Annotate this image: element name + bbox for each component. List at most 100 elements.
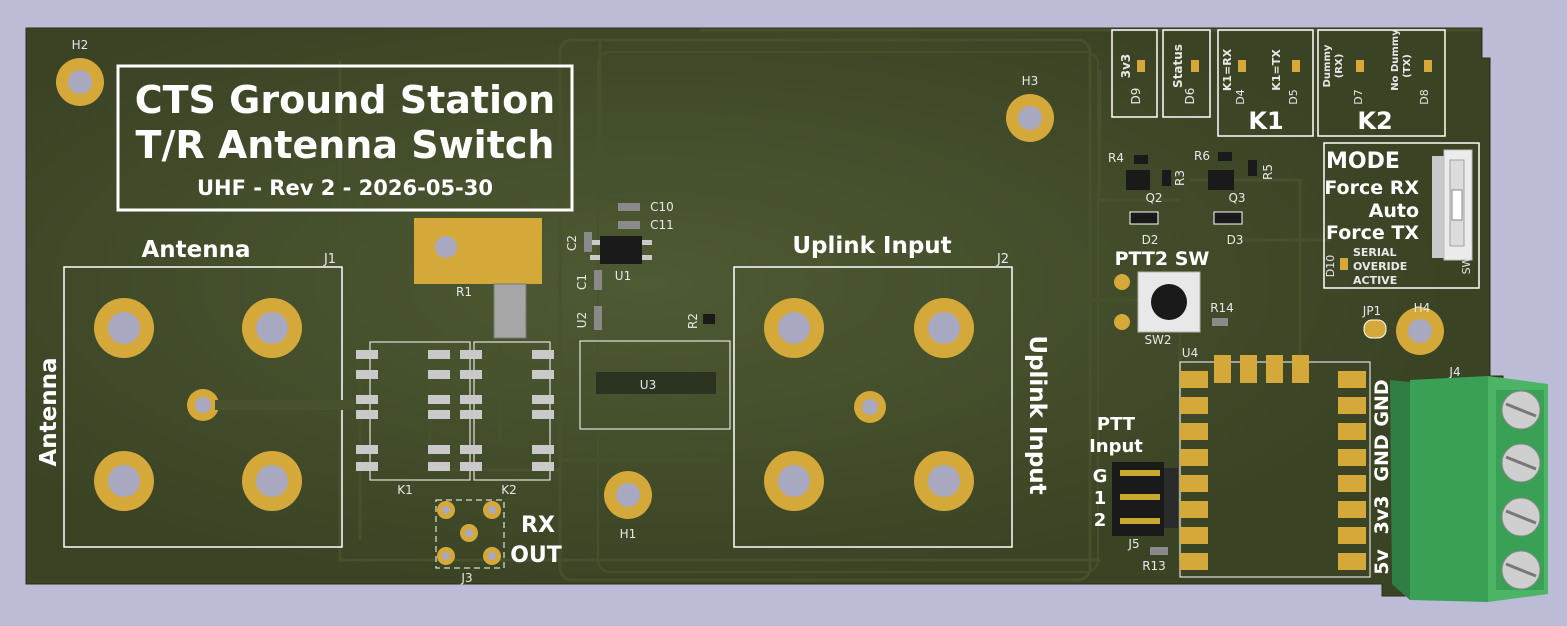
led-k1-tx-label: K1=TX [1270, 49, 1283, 91]
jumper-jp1[interactable]: JP1 [1362, 304, 1387, 339]
refdes-j1: J1 [323, 252, 336, 267]
refdes-r13: R13 [1142, 559, 1166, 573]
mode-switch-sw1[interactable]: SW1 [1432, 149, 1473, 275]
k2-group-label: K2 [1357, 107, 1392, 135]
refdes-r3: R3 [1173, 170, 1187, 186]
header-j5[interactable]: J5 [1112, 462, 1178, 551]
resistor-r14: R14 [1210, 301, 1234, 326]
resistor-r13: R13 [1142, 547, 1168, 573]
led-block-d6: Status D6 [1162, 29, 1211, 118]
terminal-screw-2[interactable] [1501, 443, 1541, 483]
refdes-d8: D8 [1418, 89, 1431, 104]
rx-out-label-2: OUT [510, 543, 562, 568]
board-title-line2: T/R Antenna Switch [136, 123, 555, 167]
ptt-pin-g: G [1093, 466, 1108, 487]
mode-block: MODE Force RX Auto Force TX SERIAL OVERI… [1323, 142, 1480, 289]
refdes-sw2: SW2 [1144, 333, 1171, 347]
refdes-r6: R6 [1194, 149, 1210, 163]
led-nodummy-label-1: No Dummy [1390, 29, 1401, 91]
mount-hole-h1: H1 [604, 471, 652, 541]
refdes-d4: D4 [1234, 89, 1247, 104]
terminal-block-j4[interactable]: J4 [1390, 365, 1548, 602]
refdes-j3: J3 [460, 571, 472, 585]
connector-j2-uplink: J2 [733, 252, 1013, 548]
uplink-side-label: Uplink Input [1024, 335, 1050, 494]
mount-hole-h3: H3 [1006, 74, 1054, 142]
refdes-r2: R2 [686, 313, 700, 329]
resistor-r2: R2 [686, 313, 715, 329]
driver-q2: R4 R3 Q2 D2 [1108, 151, 1187, 247]
refdes-c2: C2 [565, 235, 579, 251]
refdes-d5: D5 [1287, 89, 1300, 104]
refdes-d10: D10 [1324, 255, 1337, 277]
refdes-sw1: SW1 [1460, 250, 1473, 275]
antenna-heading: Antenna [141, 237, 250, 263]
refdes-r5: R5 [1261, 164, 1275, 180]
power-pin-gnd-1: GND [1371, 379, 1393, 426]
refdes-u2: U2 [575, 312, 589, 328]
mode-force-tx: Force TX [1326, 222, 1419, 244]
ptt-input-label-2: Input [1089, 436, 1143, 457]
resistor-r1: R1 [414, 218, 542, 339]
relay-k1: K1 [356, 341, 471, 497]
terminal-screw-4[interactable] [1501, 550, 1541, 590]
mode-force-rx: Force RX [1324, 177, 1419, 199]
refdes-d3: D3 [1227, 233, 1244, 247]
refdes-k2-relay: K2 [501, 483, 517, 497]
power-pin-3v3: 3v3 [1371, 496, 1393, 535]
board-subtitle: UHF - Rev 2 - 2026-05-30 [197, 176, 493, 200]
refdes-d2: D2 [1142, 233, 1159, 247]
refdes-r14: R14 [1210, 301, 1234, 315]
pushbutton-sw2[interactable]: SW2 [1114, 271, 1201, 347]
connector-j1-antenna: J1 [63, 252, 355, 548]
connector-j3-rx-out: J3 [435, 499, 505, 585]
refdes-u1: U1 [615, 269, 631, 283]
led-nodummy-label-2: (TX) [1402, 54, 1413, 78]
ptt-input-label-1: PTT [1097, 414, 1136, 435]
power-pin-gnd-2: GND [1371, 434, 1393, 481]
serial-label-2: OVERIDE [1353, 260, 1407, 273]
led-block-k2: Dummy (RX) D7 No Dummy (TX) D8 K2 [1317, 29, 1446, 137]
refdes-j5: J5 [1127, 537, 1139, 551]
led-k1-rx-label: K1=RX [1221, 48, 1234, 91]
refdes-h4: H4 [1414, 301, 1431, 315]
refdes-c1: C1 [575, 274, 589, 290]
refdes-c10: C10 [650, 200, 674, 214]
refdes-c11: C11 [650, 218, 674, 232]
refdes-q2: Q2 [1145, 191, 1162, 205]
serial-label-3: ACTIVE [1353, 274, 1397, 287]
led-3v3-label: 3v3 [1119, 54, 1133, 79]
terminal-screw-1[interactable] [1501, 390, 1541, 430]
trace-layer [338, 28, 1480, 582]
board-title-line1: CTS Ground Station [135, 78, 556, 122]
refdes-h2: H2 [72, 38, 89, 52]
refdes-u4: U4 [1182, 346, 1198, 360]
module-u3: U3 [579, 340, 731, 430]
led-status-label: Status [1171, 44, 1185, 88]
cap-c1 [594, 270, 602, 290]
relay-k2: K2 [460, 341, 554, 497]
rx-out-label-1: RX [521, 513, 555, 538]
cap-c11 [618, 221, 640, 229]
refdes-j4: J4 [1448, 365, 1460, 379]
module-u4: U4 [1179, 346, 1371, 578]
title-frame [116, 64, 574, 212]
driver-q3: R6 R5 Q3 D3 [1194, 149, 1275, 247]
pushbutton-cap[interactable] [1151, 284, 1187, 320]
mode-title: MODE [1326, 149, 1400, 174]
uplink-heading: Uplink Input [792, 233, 951, 259]
refdes-u3: U3 [640, 378, 656, 392]
refdes-d9: D9 [1129, 88, 1143, 105]
refdes-d7: D7 [1352, 89, 1365, 104]
refdes-r1: R1 [456, 285, 472, 299]
mode-switch-slider[interactable] [1451, 189, 1463, 221]
mount-hole-h2: H2 [56, 38, 104, 106]
ptt-pin-1: 1 [1094, 488, 1107, 509]
refdes-jp1: JP1 [1362, 304, 1381, 318]
mount-hole-h4: H4 [1396, 301, 1444, 355]
mode-auto: Auto [1369, 200, 1419, 222]
antenna-side-label: Antenna [36, 357, 62, 466]
terminal-screw-3[interactable] [1501, 497, 1541, 537]
refdes-h3: H3 [1022, 74, 1039, 88]
